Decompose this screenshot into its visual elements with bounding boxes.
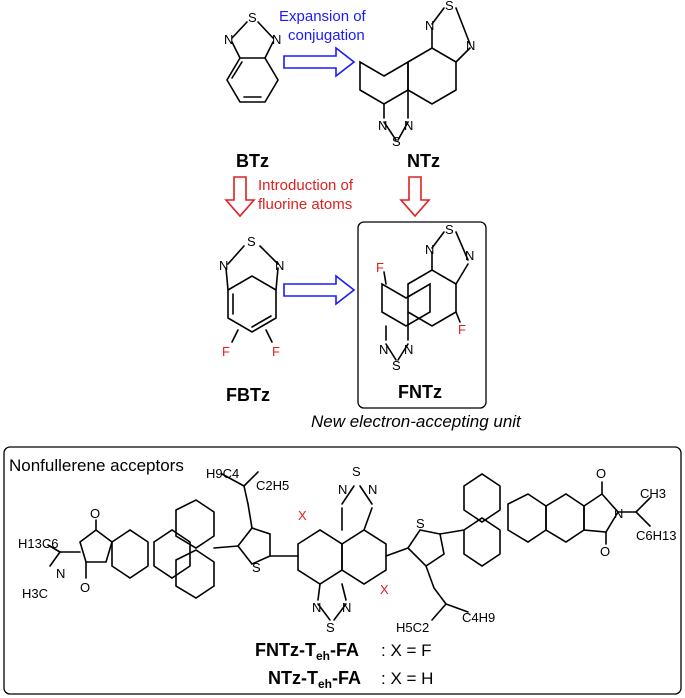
entry-ntz-teh-fa: NTz-Teh-FA : X = H <box>268 668 433 691</box>
acceptor-c4h9-label: C4H9 <box>462 610 495 625</box>
fbtz-s-label: S <box>247 234 256 249</box>
ntz-structure: N N S N N S <box>359 0 475 149</box>
acceptor-s-right-label: S <box>416 516 425 531</box>
acceptor-n3-label: N <box>312 600 321 615</box>
acceptor-s-left-label: S <box>252 560 261 575</box>
fntz-n2-label: N <box>465 248 474 263</box>
acceptor-x-top-label: X <box>298 508 307 523</box>
fntz-s1-label: S <box>445 222 454 237</box>
fluorine-text-line2: fluorine atoms <box>258 196 352 213</box>
acceptor-n-left-label: N <box>56 566 65 581</box>
fntz-s2-label: S <box>392 358 401 373</box>
svg-text:FNTz-Teh-FA: FNTz-Teh-FA <box>255 640 359 663</box>
fntz-f-top-label: F <box>376 260 384 275</box>
entry1-suffix: -FA <box>330 640 359 660</box>
acceptor-o3-label: O <box>596 466 606 481</box>
acceptor-s1-label: S <box>352 464 361 479</box>
acceptor-s2-label: S <box>326 620 335 635</box>
fluorine-arrow-right <box>399 176 431 218</box>
conjugation-text-line1: Expansion of <box>279 8 367 25</box>
acceptor-o2-label: O <box>80 580 90 595</box>
ntz-n3-label: N <box>378 118 387 133</box>
entry2-suffix: -FA <box>332 668 361 688</box>
fbtz-f-left-label: F <box>222 344 230 359</box>
acceptor-c2h5-label: C2H5 <box>256 478 289 493</box>
conjugation-text-line2: conjugation <box>288 27 365 44</box>
acceptor-h3c-label: H3C <box>22 586 48 601</box>
fntz-highlight-box <box>357 221 487 409</box>
ntz-n4-label: N <box>404 118 413 133</box>
acceptor-n4-label: N <box>342 600 351 615</box>
fbtz-f-right-label: F <box>272 344 280 359</box>
acceptor-structure: O O N H13C6 H3C S H9C4 C2H5 N N S N N S … <box>18 464 676 635</box>
fbtz-to-fntz-arrow <box>283 274 356 306</box>
entry1-value: : X = F <box>381 641 432 660</box>
entry2-value: : X = H <box>381 669 433 688</box>
fluorine-arrow-left <box>224 176 256 218</box>
fntz-n4-label: N <box>404 342 413 357</box>
acceptor-o4-label: O <box>600 544 610 559</box>
fluorine-text-line1: Introduction of <box>258 177 354 194</box>
btz-n-left-label: N <box>224 32 233 47</box>
acceptor-c6h13-label: C6H13 <box>636 528 676 543</box>
fbtz-n-right-label: N <box>275 258 284 273</box>
conjugation-arrow <box>283 46 356 78</box>
fbtz-structure: N N S F F <box>219 234 284 359</box>
btz-label: BTz <box>236 151 269 171</box>
acceptor-h13c6-left-label: H13C6 <box>18 536 58 551</box>
btz-s-label: S <box>248 10 257 25</box>
ntz-n2-label: N <box>466 38 475 53</box>
acceptor-x-bottom-label: X <box>380 582 389 597</box>
acceptor-h5c2-label: H5C2 <box>396 620 429 635</box>
acceptor-h9c4-label: H9C4 <box>206 466 239 481</box>
acceptors-title: Nonfullerene acceptors <box>9 456 184 475</box>
entry2-sub: eh <box>318 677 332 691</box>
acceptor-n1-label: N <box>338 482 347 497</box>
fbtz-n-left-label: N <box>219 258 228 273</box>
ntz-s2-label: S <box>392 134 401 149</box>
fntz-n1-label: N <box>425 242 434 257</box>
entry1-sub: eh <box>316 649 330 663</box>
btz-n-right-label: N <box>272 32 281 47</box>
svg-text:NTz-Teh-FA: NTz-Teh-FA <box>268 668 361 691</box>
ntz-n1-label: N <box>425 18 434 33</box>
ntz-s1-label: S <box>445 0 454 13</box>
new-unit-caption: New electron-accepting unit <box>311 412 522 431</box>
btz-structure: N N S <box>224 10 281 103</box>
acceptor-o1-label: O <box>90 506 100 521</box>
fntz-f-bottom-label: F <box>458 322 466 337</box>
entry2-name: NTz-T <box>268 668 318 688</box>
acceptor-n2-label: N <box>368 482 377 497</box>
fntz-n3-label: N <box>379 342 388 357</box>
entry-fntz-teh-fa: FNTz-Teh-FA : X = F <box>255 640 432 663</box>
entry1-name: FNTz-T <box>255 640 316 660</box>
acceptor-n-right-label: N <box>614 506 623 521</box>
acceptor-ch3-label: CH3 <box>640 486 666 501</box>
fntz-structure: N N S N N S F F <box>376 222 474 373</box>
ntz-label: NTz <box>407 151 440 171</box>
acceptors-box <box>3 446 682 695</box>
fbtz-label: FBTz <box>226 385 270 405</box>
fntz-label: FNTz <box>398 382 442 402</box>
